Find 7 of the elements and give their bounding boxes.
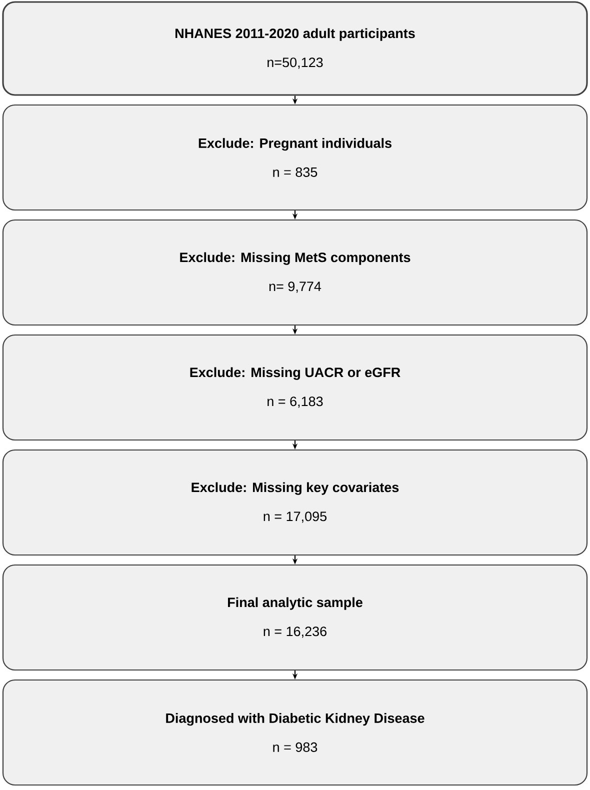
process-box: Exclude: Missing key covariates n = 17,095 [2,449,588,556]
process-box: NHANES 2011-2020 adult participants n=50,123 [2,1,588,96]
process-box: Diagnosed with Diabetic Kidney Disease n = 983 [2,679,588,786]
process-box: Final analytic sample n = 16,236 [2,564,588,671]
process-box: Exclude: Missing UACR or eGFR n = 6,183 [2,334,588,441]
process-box: Exclude: Missing MetS components n= 9,774 [2,219,588,326]
process-box: Exclude: Pregnant individuals n = 835 [2,104,588,211]
